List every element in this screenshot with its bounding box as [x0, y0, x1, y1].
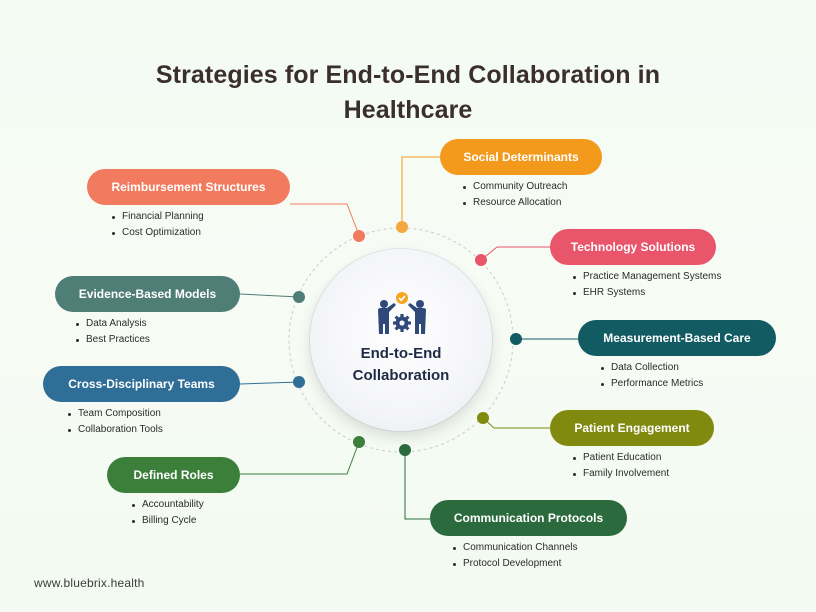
list-item: Financial Planning — [112, 209, 204, 225]
node-dot-social — [396, 221, 408, 233]
page-title: Strategies for End-to-End Collaboration … — [155, 61, 661, 124]
evidence-based-models-list: Data Analysis Best Practices — [76, 316, 150, 348]
list-item: Family Involvement — [573, 466, 669, 482]
team-collaboration-gear-icon — [378, 292, 426, 334]
node-dot-crossdisc — [293, 376, 305, 388]
connector-social — [401, 156, 440, 227]
list-item: Protocol Development — [453, 556, 578, 572]
central-hub: End-to-End Collaboration — [310, 249, 492, 431]
hub-label-line1: End-to-End — [360, 345, 442, 362]
technology-solutions-list: Practice Management Systems EHR Systems — [573, 269, 721, 301]
node-dot-communication — [399, 444, 411, 456]
node-dot-evidence — [293, 291, 305, 303]
reimbursement-structures-list: Financial Planning Cost Optimization — [112, 209, 204, 241]
cross-disciplinary-teams-list: Team Composition Collaboration Tools — [68, 406, 163, 438]
list-item: Billing Cycle — [132, 513, 204, 529]
patient-engagement-list: Patient Education Family Involvement — [573, 450, 669, 482]
list-item: Cost Optimization — [112, 225, 204, 241]
list-item: Data Analysis — [76, 316, 150, 332]
list-item: Patient Education — [573, 450, 669, 466]
list-item: Practice Management Systems — [573, 269, 721, 285]
node-defined-roles: Defined Roles — [107, 457, 240, 493]
node-dot-roles — [353, 436, 365, 448]
node-social-determinants: Social Determinants — [440, 139, 602, 175]
list-item: Best Practices — [76, 332, 150, 348]
footer-url: www.bluebrix.health — [34, 576, 145, 590]
hub-label-line2: Collaboration — [352, 367, 450, 384]
defined-roles-list: Accountability Billing Cycle — [132, 497, 204, 529]
hub-label: End-to-End Collaboration — [310, 343, 492, 387]
connector-crossdisc — [239, 381, 300, 385]
node-technology-solutions: Technology Solutions — [550, 229, 716, 265]
list-item: Resource Allocation — [463, 195, 567, 211]
list-item: Team Composition — [68, 406, 163, 422]
node-communication-protocols: Communication Protocols — [430, 500, 627, 536]
list-item: Accountability — [132, 497, 204, 513]
connector-evidence — [239, 293, 300, 298]
node-cross-disciplinary-teams: Cross-Disciplinary Teams — [43, 366, 240, 402]
list-item: Collaboration Tools — [68, 422, 163, 438]
measurement-based-care-list: Data Collection Performance Metrics — [601, 360, 703, 392]
node-dot-reimbursement — [353, 230, 365, 242]
connector-patient — [482, 417, 550, 429]
communication-protocols-list: Communication Channels Protocol Developm… — [453, 540, 578, 572]
list-item: Community Outreach — [463, 179, 567, 195]
list-item: Performance Metrics — [601, 376, 703, 392]
node-patient-engagement: Patient Engagement — [550, 410, 714, 446]
node-dot-measurement — [510, 333, 522, 345]
list-item: Data Collection — [601, 360, 703, 376]
list-item: EHR Systems — [573, 285, 721, 301]
node-reimbursement-structures: Reimbursement Structures — [87, 169, 290, 205]
connector-communication — [404, 450, 430, 520]
node-evidence-based-models: Evidence-Based Models — [55, 276, 240, 312]
connector-roles — [240, 441, 360, 475]
node-dot-patient — [477, 412, 489, 424]
social-determinants-list: Community Outreach Resource Allocation — [463, 179, 567, 211]
node-measurement-based-care: Measurement-Based Care — [578, 320, 776, 356]
connector-technology — [480, 246, 550, 261]
connector-reimbursement — [290, 203, 360, 236]
node-dot-technology — [475, 254, 487, 266]
list-item: Communication Channels — [453, 540, 578, 556]
